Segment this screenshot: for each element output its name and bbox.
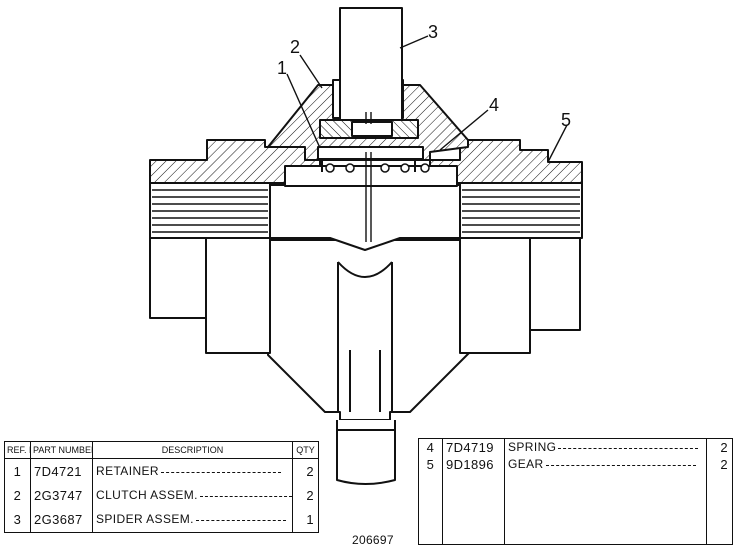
description-text: CLUTCH ASSEM. [96, 487, 198, 502]
table-row: 5 9D1896 GEAR 2 [418, 456, 733, 473]
ref-cell: 3 [4, 507, 31, 533]
left-pinion-inner [205, 237, 271, 354]
filler-cell [418, 473, 443, 545]
parts-table-left: REF. NO. PART NUMBER DESCRIPTION QTY 1 7… [4, 441, 319, 533]
qty-cell: 1 [292, 507, 319, 533]
lower-shaft [336, 420, 396, 485]
qty-cell: 2 [292, 458, 319, 484]
leader-dashes [558, 440, 699, 449]
springs [325, 163, 430, 173]
filler-cell [706, 473, 733, 545]
ref-cell: 5 [418, 456, 443, 473]
header-ref-no: REF. NO. [4, 441, 31, 459]
filler-cell [442, 473, 505, 545]
table-header-row: REF. NO. PART NUMBER DESCRIPTION QTY [4, 441, 319, 459]
header-description: DESCRIPTION [92, 441, 293, 459]
part-number-cell: 2G3687 [30, 507, 93, 533]
table-filler-row [418, 473, 733, 545]
description-text: RETAINER [96, 463, 159, 478]
table-row: 2 2G3747 CLUTCH ASSEM. 2 [4, 483, 319, 508]
clutch-center [351, 121, 393, 137]
gear-hub-curve [337, 261, 393, 278]
description-cell: SPRING [504, 438, 707, 456]
callout-5: 5 [561, 110, 571, 130]
right-pinion [529, 237, 581, 331]
header-qty: QTY [292, 441, 319, 459]
description-text: SPRING [508, 440, 557, 454]
right-pinion-inner [459, 237, 531, 354]
drawing-number: 206697 [352, 533, 394, 547]
shaft [339, 7, 403, 121]
description-cell: RETAINER [92, 458, 293, 484]
left-pinion [149, 237, 207, 319]
description-cell: SPIDER ASSEM. [92, 507, 293, 533]
description-cell: CLUTCH ASSEM. [92, 483, 293, 508]
callout-3: 3 [428, 22, 438, 42]
central-cavity [269, 184, 461, 251]
qty-cell: 2 [706, 438, 733, 456]
gear-body [267, 239, 471, 421]
callout-2: 2 [290, 37, 300, 57]
part-number-cell: 9D1896 [442, 456, 505, 473]
ref-cell: 1 [4, 458, 31, 484]
leader-dashes [195, 512, 286, 522]
description-text: GEAR [508, 457, 544, 471]
header-part-number: PART NUMBER [30, 441, 93, 459]
table-row: 1 7D4721 RETAINER 2 [4, 458, 319, 484]
parts-table-right: 4 7D4719 SPRING 2 5 9D1896 GEAR 2 [418, 438, 733, 545]
part-number-cell: 2G3747 [30, 483, 93, 508]
callout-4: 4 [489, 95, 499, 115]
part-number-cell: 7D4721 [30, 458, 93, 484]
ref-cell: 2 [4, 483, 31, 508]
filler-cell [504, 473, 707, 545]
description-cell: GEAR [504, 456, 707, 473]
table-row: 3 2G3687 SPIDER ASSEM. 1 [4, 507, 319, 533]
ref-cell: 4 [418, 438, 443, 456]
qty-cell: 2 [706, 456, 733, 473]
leader-dashes [545, 457, 696, 466]
qty-cell: 2 [292, 483, 319, 508]
leader-dashes [199, 488, 292, 497]
leader-dashes [160, 464, 281, 473]
part-number-cell: 7D4719 [442, 438, 505, 456]
table-row: 4 7D4719 SPRING 2 [418, 438, 733, 456]
description-text: SPIDER ASSEM. [96, 512, 194, 527]
callout-1: 1 [277, 58, 287, 78]
